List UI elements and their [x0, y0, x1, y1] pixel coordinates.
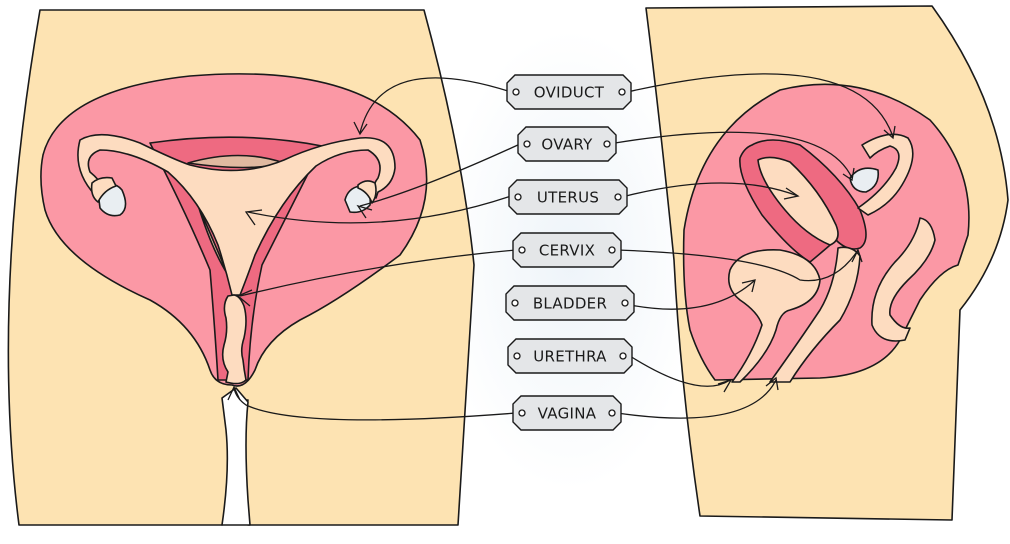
arrowhead-cervix-front	[236, 289, 253, 307]
uterus-and-oviducts	[77, 133, 396, 296]
label-pin-left	[518, 409, 526, 417]
arrowhead-bladder-side	[741, 279, 756, 293]
label-text-ovary: OVARY	[541, 136, 593, 154]
label-group: OVIDUCT OVARY UTERUS CERVIX BLADDER URETHRA VA…	[505, 74, 635, 431]
label-pin-right	[621, 299, 629, 307]
arrowhead-oviduct-front	[353, 121, 368, 136]
label-vagina: VAGINA	[512, 395, 622, 431]
leader-lines	[227, 73, 896, 421]
label-plaque	[517, 126, 617, 162]
label-pin-right	[614, 193, 622, 201]
label-pin-left	[512, 88, 520, 96]
leader-uterus-side	[625, 182, 799, 197]
arrowhead-urethra-side	[717, 378, 733, 393]
front-opening	[221, 387, 251, 526]
side-ovary	[849, 167, 880, 193]
front-vagina-canal	[221, 294, 247, 385]
label-oviduct: OVIDUCT	[506, 74, 632, 110]
arrowhead-uterus-front	[244, 209, 263, 226]
label-bladder: BLADDER	[505, 285, 635, 321]
leader-ovary-front	[359, 143, 521, 207]
label-urethra: URETHRA	[507, 338, 633, 374]
leader-oviduct-front	[359, 77, 512, 134]
leader-uterus-front	[247, 195, 512, 224]
label-pin-left	[514, 193, 522, 201]
left-fimbria	[90, 176, 117, 203]
label-pin-right	[618, 88, 626, 96]
label-text-vagina: VAGINA	[538, 405, 597, 423]
arrowhead-vagina-side	[765, 376, 779, 391]
leader-bladder-side	[629, 280, 755, 310]
label-plaque	[512, 395, 622, 431]
leader-vagina-front	[233, 387, 517, 421]
arrowhead-ovary-side	[842, 167, 855, 182]
side-rectum	[871, 217, 936, 342]
arrowhead-vagina-front	[227, 385, 241, 401]
label-text-urethra: URETHRA	[533, 348, 607, 366]
arrowhead-uterus-side	[783, 187, 800, 200]
label-text-uterus: UTERUS	[537, 189, 599, 207]
label-text-bladder: BLADDER	[533, 295, 607, 313]
side-view	[645, 5, 1009, 521]
label-pin-right	[608, 409, 616, 417]
leader-cervix-side	[616, 249, 859, 282]
label-text-cervix: CERVIX	[539, 242, 595, 260]
leader-vagina-side	[616, 379, 777, 419]
label-text-oviduct: OVIDUCT	[534, 84, 605, 102]
label-uterus: UTERUS	[508, 179, 628, 215]
arrowhead-oviduct-side	[883, 125, 896, 140]
arrowhead-ovary-front	[356, 204, 373, 219]
leader-ovary-side	[614, 131, 853, 179]
side-oviduct	[857, 133, 914, 216]
label-pin-right	[608, 246, 616, 254]
front-view	[7, 9, 475, 526]
label-pin-right	[619, 352, 627, 360]
leader-oviduct-side	[626, 73, 894, 138]
label-cervix: CERVIX	[512, 232, 622, 268]
label-ovary: OVARY	[517, 126, 617, 162]
label-plaque	[505, 285, 635, 321]
label-pin-left	[513, 352, 521, 360]
arrowhead-cervix-side	[851, 248, 863, 263]
label-pin-right	[603, 140, 611, 148]
label-pin-left	[511, 299, 519, 307]
right-fimbria	[357, 180, 377, 204]
label-pin-left	[523, 140, 531, 148]
side-uterus-cavity	[757, 156, 839, 246]
leader-cervix-front	[239, 249, 517, 297]
label-plaque	[508, 179, 628, 215]
label-plaque	[507, 338, 633, 374]
label-pin-left	[518, 246, 526, 254]
leader-urethra-side	[629, 355, 731, 387]
label-plaque	[506, 74, 632, 110]
label-plaque	[512, 232, 622, 268]
